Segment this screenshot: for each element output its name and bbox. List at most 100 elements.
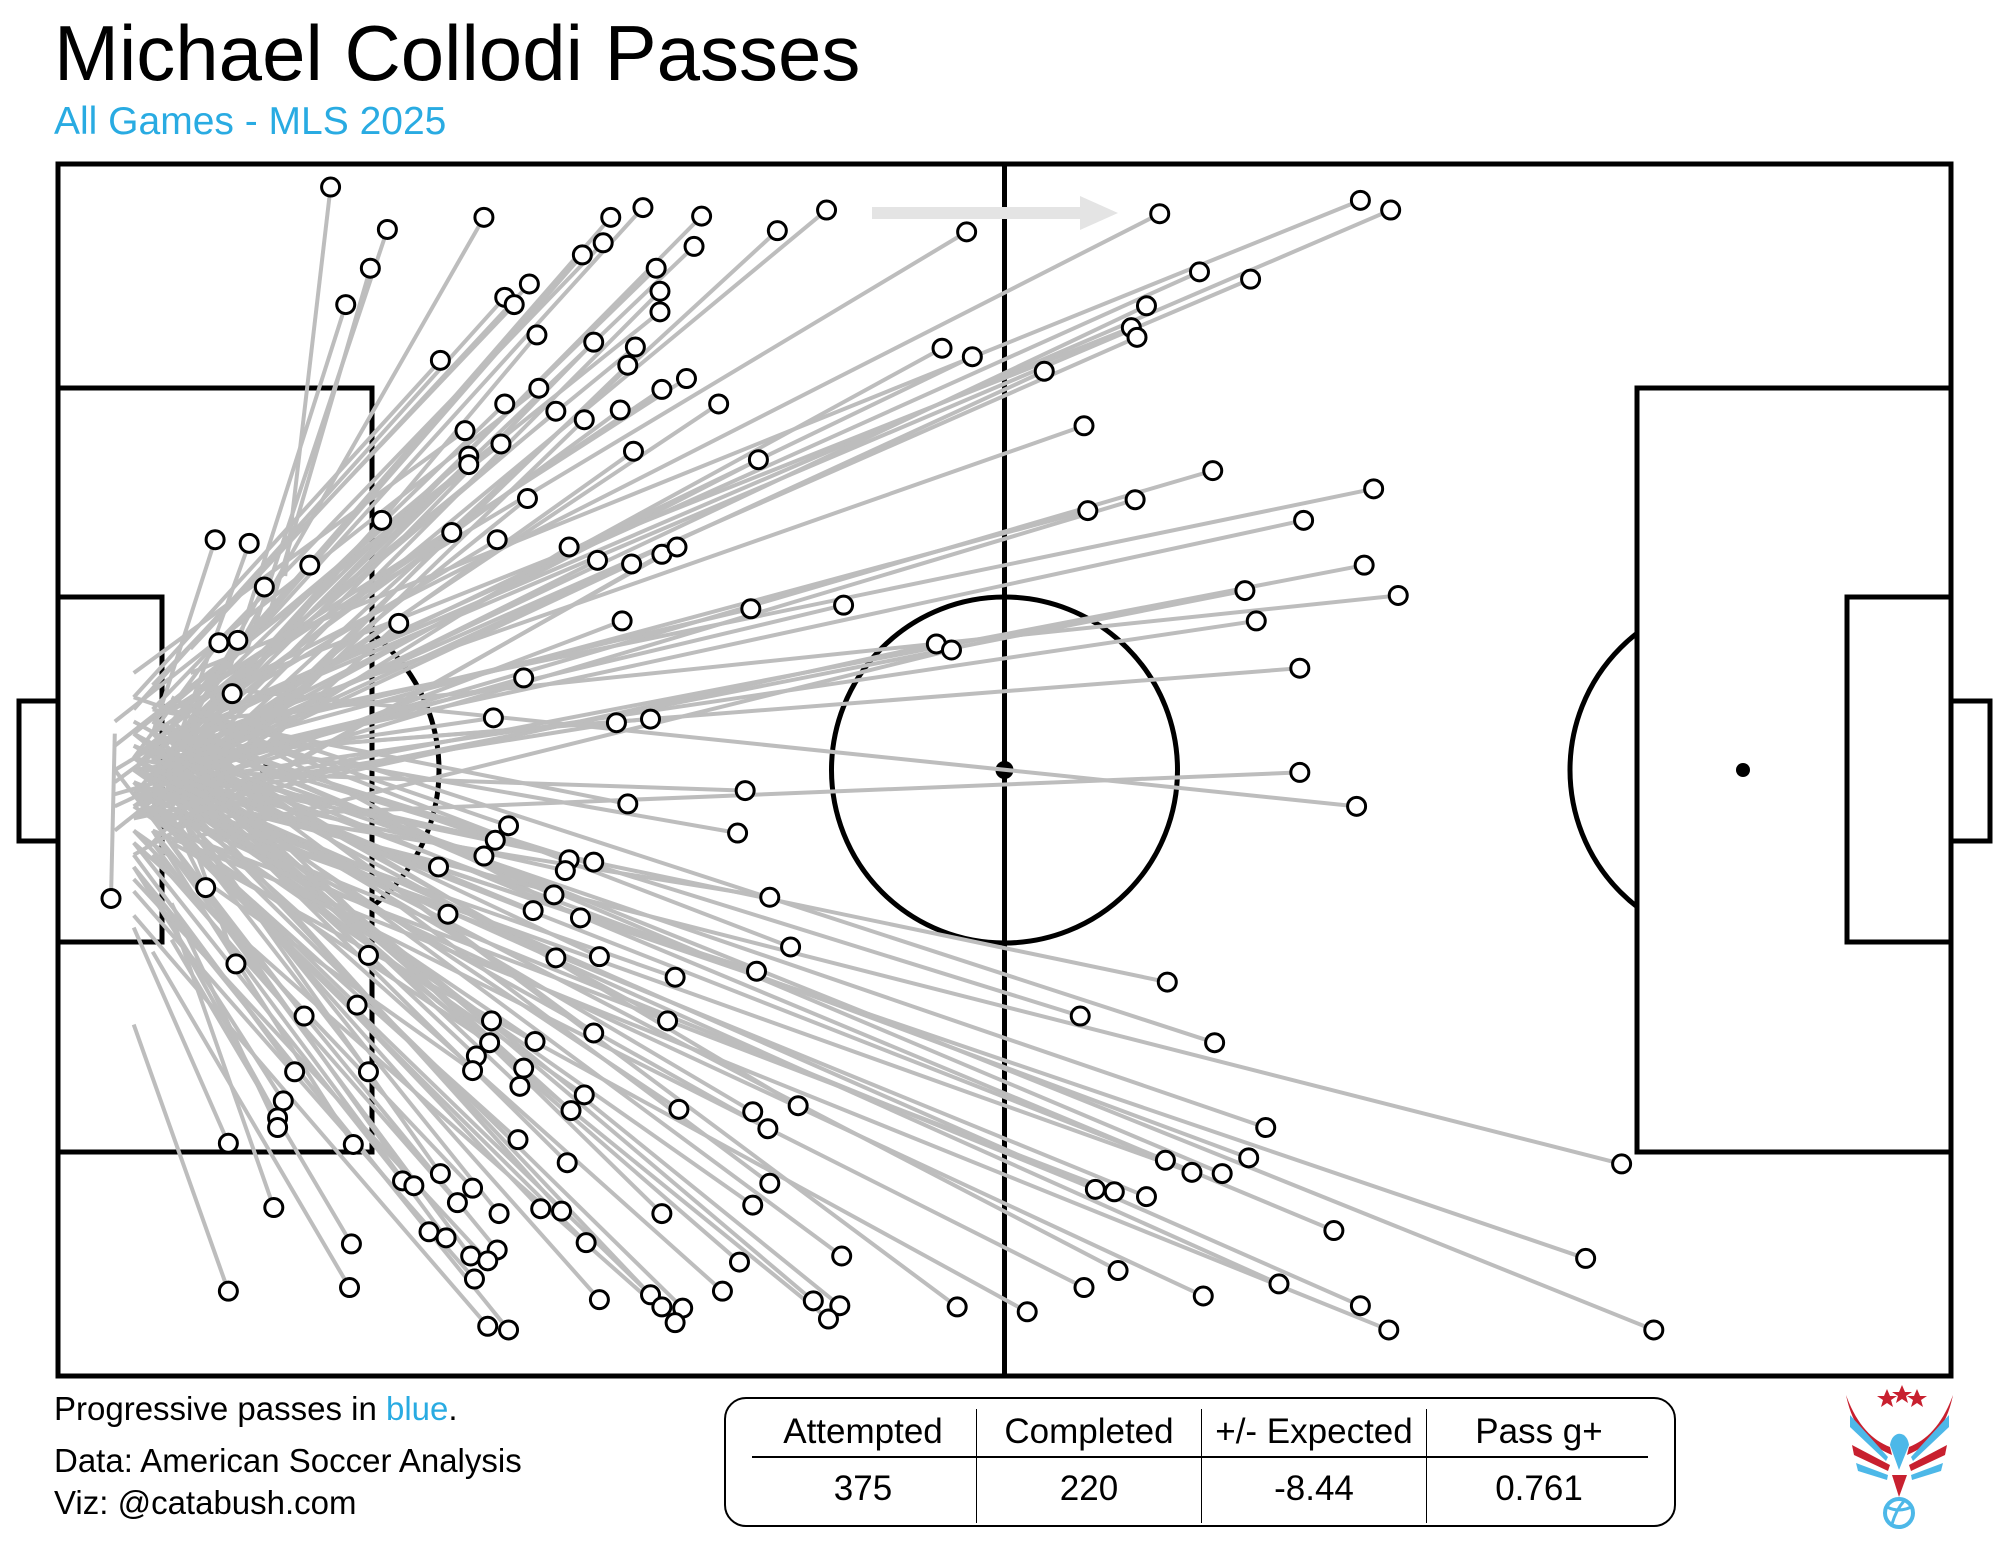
left-penalty-arc <box>372 630 442 910</box>
pass-line <box>132 841 405 1183</box>
stat-value: -8.44 <box>1274 1469 1354 1508</box>
pass-end-point <box>545 400 567 422</box>
pass-line <box>190 683 1357 809</box>
pass-end-point <box>554 860 576 882</box>
pass-end-point <box>1192 1285 1214 1307</box>
pass-end-point <box>664 966 686 988</box>
pass-end-point <box>1323 1220 1345 1242</box>
pass-end-point <box>217 1280 239 1302</box>
pass-line <box>169 914 276 1209</box>
pass-line <box>208 211 1161 700</box>
pass-line <box>190 593 1399 724</box>
pass-line <box>132 914 490 1328</box>
pass-end-point <box>530 1198 552 1220</box>
pass-end-point <box>583 1022 605 1044</box>
pass-line <box>170 731 1081 1018</box>
pass-end-point <box>734 780 756 802</box>
pass-line <box>151 454 471 724</box>
pass-end-point <box>622 440 644 462</box>
pass-end-point <box>217 1132 239 1154</box>
pass-end-point <box>708 393 730 415</box>
pass-end-point <box>458 454 480 476</box>
pass-end-point <box>1181 1161 1203 1183</box>
pass-end-point <box>486 529 508 551</box>
pass-line <box>131 1023 231 1292</box>
pass-end-point <box>299 554 321 576</box>
pass-end-point <box>1073 1277 1095 1299</box>
pass-end-point <box>588 946 610 968</box>
pass-line <box>133 792 1193 1175</box>
pass-line <box>170 376 688 712</box>
pass-end-point <box>675 368 697 390</box>
pass-end-point <box>587 549 609 571</box>
pass-end-point <box>1154 1149 1176 1171</box>
pass-end-point <box>522 900 544 922</box>
pass-end-point <box>460 1245 482 1267</box>
pass-end-point <box>1240 268 1262 290</box>
pass-end-point <box>651 1296 673 1318</box>
pass-end-point <box>747 449 769 471</box>
pass-end-point <box>498 1319 520 1341</box>
pass-line <box>170 325 1133 712</box>
pass-end-point <box>666 536 688 558</box>
pass-end-point <box>204 529 226 551</box>
pass-end-point <box>632 197 654 219</box>
pass-end-point <box>335 294 357 316</box>
pass-end-point <box>833 594 855 616</box>
pass-line <box>169 938 354 1245</box>
page-subtitle: All Games - MLS 2025 <box>54 100 447 143</box>
pass-end-point <box>600 206 622 228</box>
pass-line <box>170 840 1029 1314</box>
pass-end-point <box>494 393 516 415</box>
pass-line <box>150 950 352 1289</box>
pass-end-point <box>946 1296 968 1318</box>
pass-end-point <box>429 349 451 371</box>
pass-end-point <box>1238 1147 1260 1169</box>
pass-end-point <box>357 1061 379 1083</box>
pass-line <box>170 768 569 1165</box>
pass-line <box>170 828 1116 1194</box>
pass-line <box>170 270 1201 736</box>
pass-line <box>132 358 442 699</box>
pass-end-point <box>221 683 243 705</box>
pass-end-point <box>518 273 540 295</box>
pass-end-point <box>429 1163 451 1185</box>
pass-end-point <box>592 232 614 254</box>
right-penalty-arc <box>1567 630 1637 910</box>
pass-end-point <box>1346 795 1368 817</box>
stat-label: Pass g+ <box>1475 1412 1603 1451</box>
pass-end-point <box>480 1010 502 1032</box>
pass-end-point <box>1077 500 1099 522</box>
pass-line <box>189 198 1362 675</box>
pass-end-point <box>1349 189 1371 211</box>
pass-end-point <box>1611 1153 1633 1175</box>
pass-line <box>151 369 1046 784</box>
viz-credit: Viz: @catabush.com <box>54 1484 357 1521</box>
pass-line <box>151 889 511 1332</box>
pass-end-point <box>513 1057 535 1079</box>
pass-end-point <box>446 1192 468 1214</box>
pass-line <box>207 216 486 699</box>
pass-end-point <box>961 346 983 368</box>
pass-end-point <box>1289 761 1311 783</box>
pass-end-point <box>1353 554 1375 576</box>
pass-end-point <box>477 1315 499 1337</box>
pass-end-point <box>1084 1178 1106 1200</box>
pass-end-point <box>780 936 802 958</box>
pass-line <box>132 768 1280 1286</box>
pass-line <box>169 542 252 759</box>
pass-end-point <box>1202 460 1224 482</box>
pass-end-point <box>100 887 122 909</box>
right-six-yard-box <box>1844 594 1954 945</box>
attack-direction-arrow <box>872 196 1118 230</box>
pass-end-point <box>831 1245 853 1267</box>
pass-line <box>132 429 467 675</box>
pass-end-point <box>1126 326 1148 348</box>
pass-end-point <box>545 947 567 969</box>
pass-line <box>170 423 1085 748</box>
pass-end-point <box>263 1197 285 1219</box>
pass-end-point <box>742 1101 764 1123</box>
data-source: Data: American Soccer Analysis <box>54 1442 522 1479</box>
